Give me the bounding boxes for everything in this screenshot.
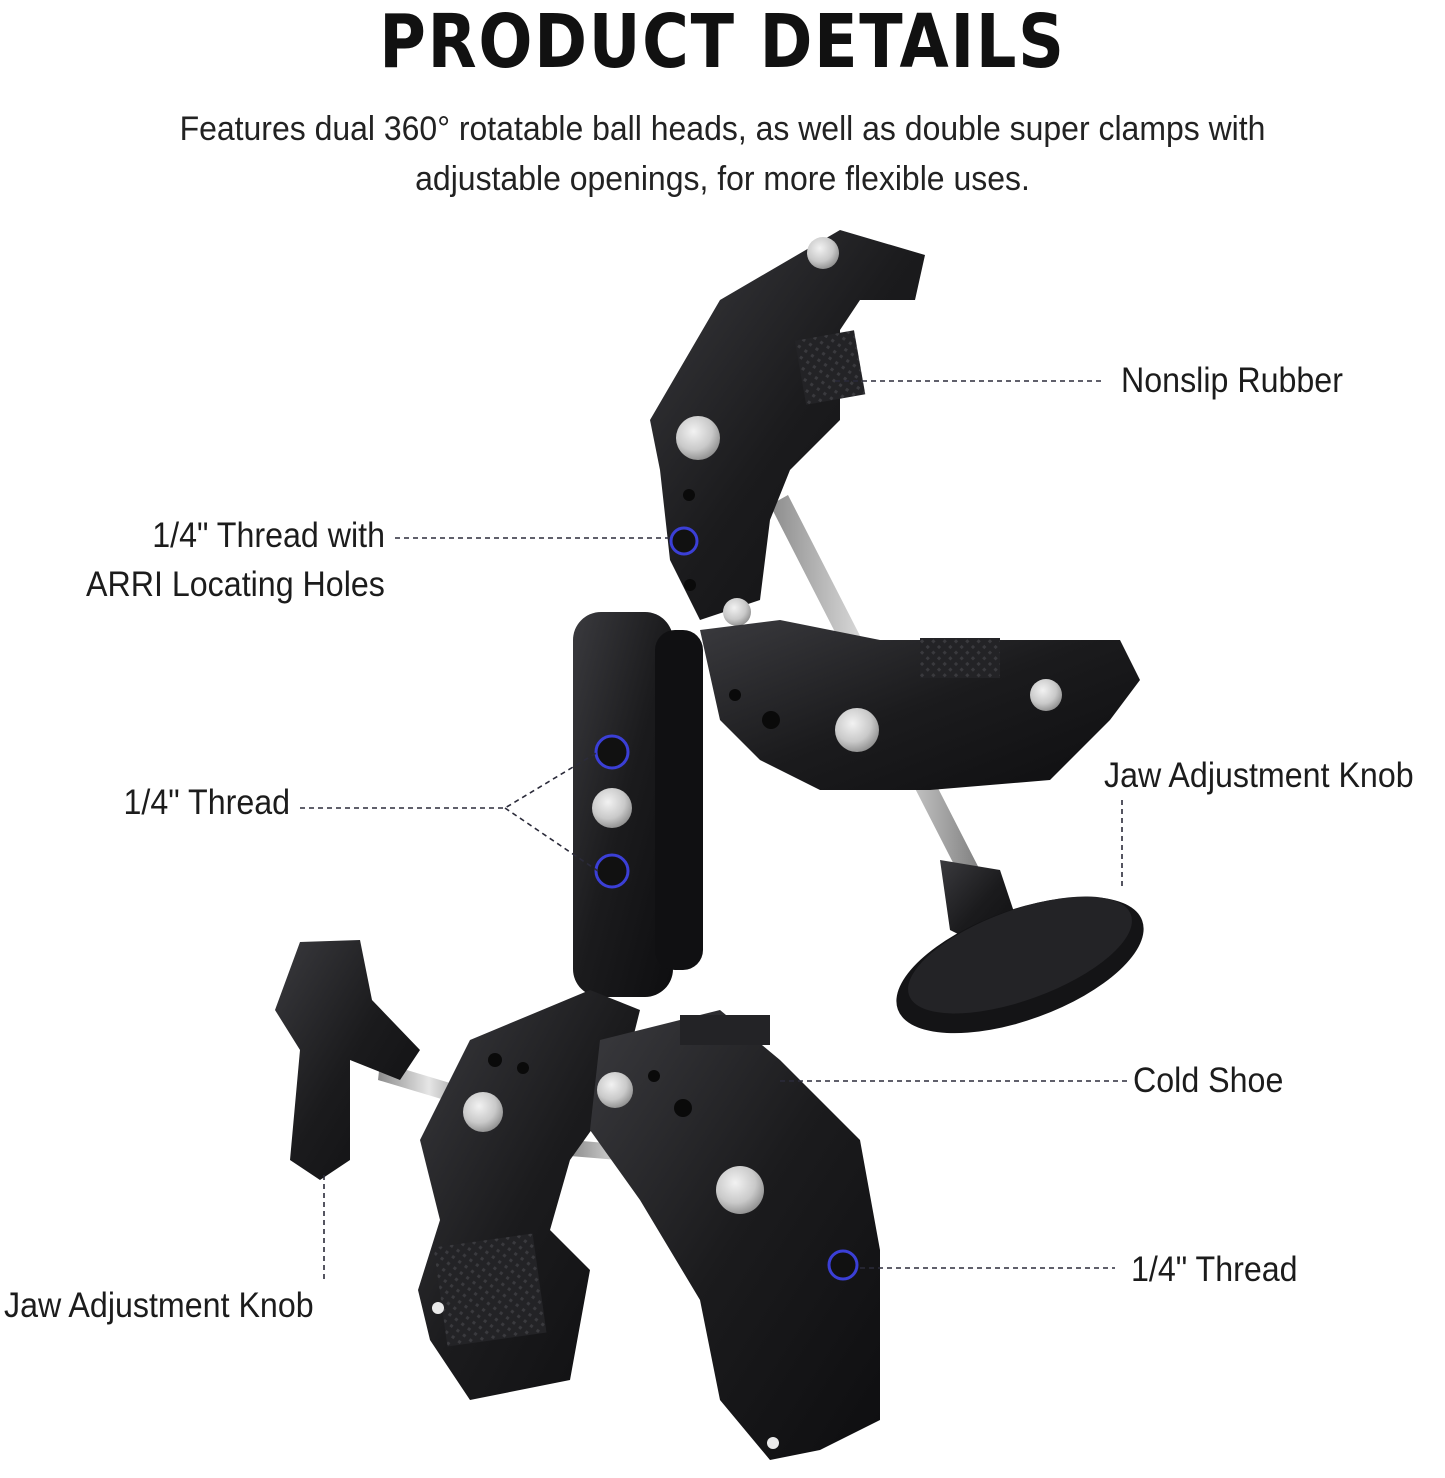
leader-thread-middle-b	[504, 807, 599, 872]
callout-thread-middle: 1/4" Thread	[123, 783, 290, 822]
upper-clamp-lower-jaw	[700, 620, 1140, 790]
callout-leader-lines	[300, 380, 1128, 1282]
lower-clamp-left-jaw	[418, 990, 640, 1400]
page-subtitle: Features dual 360° rotatable ball heads,…	[179, 110, 1266, 198]
lower-jaw-adjustment-knob	[275, 940, 420, 1180]
lower-clamp-right-jaw	[432, 1010, 880, 1460]
upper-clamp-upper-jaw	[650, 230, 925, 626]
ball-head-arm	[573, 612, 703, 1044]
callout-jaw-knob-left: Jaw Adjustment Knob	[4, 1286, 314, 1325]
leader-thread-middle-a	[300, 751, 599, 809]
callout-thread-bottom: 1/4" Thread	[1131, 1250, 1298, 1289]
callout-cold-shoe: Cold Shoe	[1133, 1061, 1284, 1100]
upper-jaw-adjustment-knob	[896, 860, 1144, 1034]
callout-nonslip-rubber: Nonslip Rubber	[1121, 361, 1343, 400]
callout-jaw-knob-right: Jaw Adjustment Knob	[1104, 756, 1414, 795]
callout-thread-arri-line2: ARRI Locating Holes	[86, 565, 385, 604]
page-title: PRODUCT DETAILS	[379, 0, 1066, 85]
callout-thread-arri-line1: 1/4" Thread with	[152, 516, 385, 555]
